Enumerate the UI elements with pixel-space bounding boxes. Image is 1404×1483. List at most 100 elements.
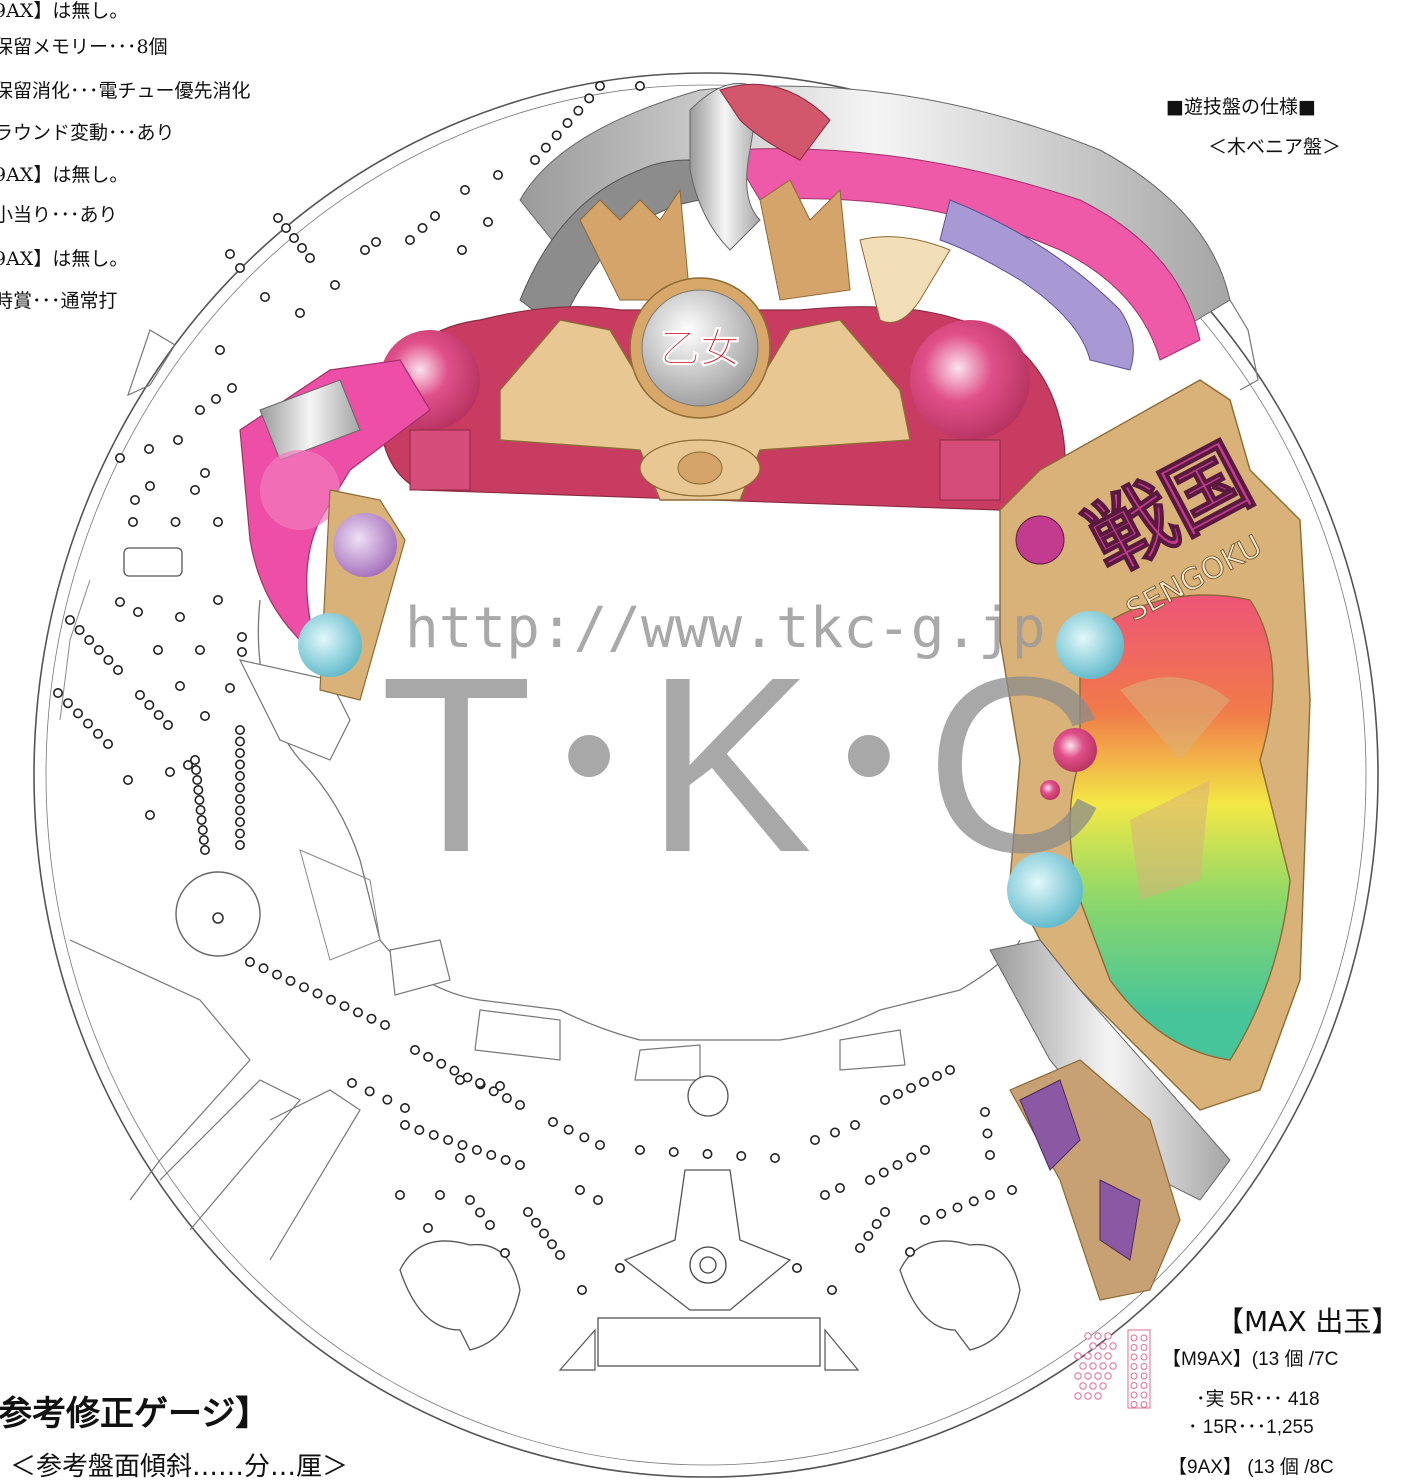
nail [153,644,164,655]
nail [123,774,134,785]
nail [514,1100,525,1111]
nail [474,1078,485,1089]
nail [736,1151,747,1162]
nail [538,1228,549,1239]
nail [213,594,224,605]
nail [329,279,340,290]
nail [258,963,269,974]
nail [366,1013,377,1024]
nail [346,1078,357,1089]
nail [423,1051,434,1062]
spec-line-2: 保留メモリー･･･8個 [0,36,168,58]
spec-line-5: 9AX】は無し。 [0,164,129,186]
nail [409,1045,420,1056]
nail [434,1190,445,1201]
nail [288,233,299,244]
nail [488,1086,499,1097]
nail [546,1239,557,1250]
nail [304,253,315,264]
nail [285,975,296,986]
nail [128,516,139,527]
nail [614,1263,625,1274]
nail [191,764,202,775]
nail [235,759,246,770]
nail [702,1149,713,1160]
nail [879,1207,890,1218]
nail [952,1202,963,1213]
nail [919,1145,930,1156]
nail [271,969,282,980]
emblem-text: 乙女 [660,325,740,372]
nail [554,1250,565,1261]
nail [359,245,370,256]
max-output-5r: ･実 5R･･･ 418 [1196,1389,1320,1410]
nail [984,1150,995,1161]
nail [529,155,540,166]
nail [417,223,428,234]
nail [52,687,63,698]
nail [352,1007,363,1018]
nail [399,1120,410,1131]
board-spec-title: ■遊技盤の仕様■ [1166,96,1316,118]
nail [259,291,270,302]
nail [213,516,224,527]
center-ring [687,1075,729,1117]
nail [471,1145,482,1156]
nail [514,1160,525,1171]
nail [200,467,211,478]
nail [522,1207,533,1218]
left-windmill [175,871,261,957]
nail [863,1231,874,1242]
watermark-url: http://www.tkc-g.jp [405,596,1046,661]
nail [115,452,126,463]
nail [133,606,144,617]
nail [404,235,415,246]
nail [394,1190,405,1201]
nail [454,1075,465,1086]
nail [592,1195,603,1206]
max-output-title: 【MAX 出玉】 [1216,1305,1400,1338]
nail [193,784,204,795]
nail [325,994,336,1005]
nail [103,738,114,749]
nail [237,646,248,657]
nail [113,664,124,675]
nail [459,185,470,196]
nail [175,611,186,622]
nail [163,719,174,730]
nail [195,404,206,415]
nail [464,1195,475,1206]
nail [494,1081,505,1092]
nail [135,689,146,700]
gauge-subtitle: ＜参考盤面傾斜……分…厘＞ [10,1452,349,1482]
nail [195,644,206,655]
nail [834,1183,845,1194]
nail [245,956,256,967]
nail [454,1153,465,1164]
nail [422,1223,433,1234]
nail [83,718,94,729]
nail [484,1220,495,1231]
right-flower [899,1240,1021,1351]
nail [192,774,203,785]
nail [235,828,246,839]
nail [904,1247,915,1258]
nail [190,754,201,765]
nail [235,816,246,827]
nail [919,1215,930,1226]
nail [968,1196,979,1207]
nail [562,118,573,129]
nail [826,1285,837,1296]
nail [457,1140,468,1151]
pins-icon [1074,1329,1151,1409]
nail [456,245,467,256]
nail [235,747,246,758]
nail [584,93,595,104]
nail [227,382,238,393]
nail [1006,1185,1017,1196]
nail [892,1160,903,1171]
nail [370,237,381,248]
spec-line-4: ラウンド変動･･･あり [0,122,175,144]
nail [482,217,493,228]
